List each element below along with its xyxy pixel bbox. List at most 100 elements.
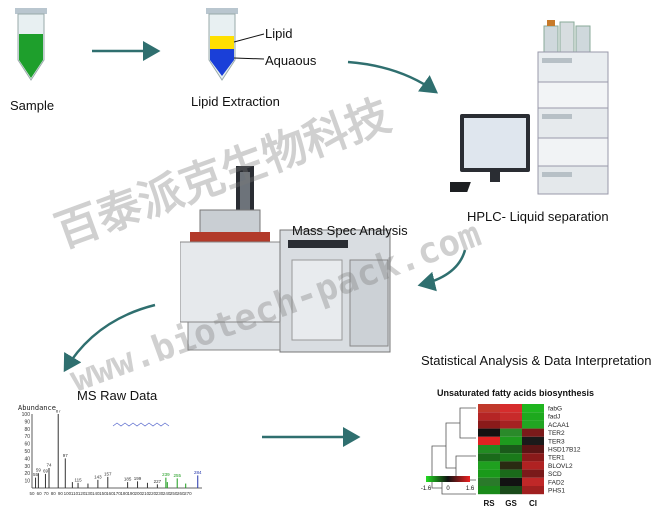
step-label-ms-raw-data: MS Raw Data	[77, 388, 158, 403]
heatmap-cell	[478, 412, 500, 421]
ms-x-tick-label: 130	[85, 491, 93, 496]
heatmap-cell	[522, 445, 544, 454]
ms-x-tick-label: 240	[163, 491, 171, 496]
ms-x-tick-label: 100	[64, 491, 72, 496]
ms-x-tick-label: 170	[113, 491, 121, 496]
ms-x-tick-label: 50	[29, 491, 35, 496]
ms-x-tick-label: 230	[156, 491, 164, 496]
ms-x-tick-label: 200	[134, 491, 142, 496]
heatmap-column-label: CI	[529, 499, 537, 508]
ms-x-tick-label: 60	[37, 491, 43, 496]
ms-x-tick-label: 160	[106, 491, 114, 496]
heatmap-gene-label: TER1	[548, 455, 565, 462]
step-label-sample: Sample	[10, 98, 55, 113]
ms-peak-label: 55	[33, 472, 39, 477]
ms-x-tick-label: 110	[71, 491, 79, 496]
heatmap-scale-label: -1.6	[421, 486, 432, 492]
step-label-lipid-extraction: Lipid Extraction	[191, 94, 280, 109]
heatmap-cell	[478, 445, 500, 454]
ms-peak-label: 97	[63, 453, 69, 458]
ms-x-tick-label: 70	[44, 491, 50, 496]
ms-x-tick-label: 120	[78, 491, 86, 496]
heatmap-title: Unsaturated fatty acids biosynthesis	[437, 388, 595, 398]
ms-y-tick-label: 10	[24, 479, 30, 485]
heatmap-color-scale	[426, 476, 470, 482]
heatmap-gene-label: SCD	[548, 471, 562, 478]
ms-y-axis-title: Abundance	[18, 404, 56, 412]
ms-peak-label: 74	[46, 463, 52, 468]
hplc-instrument-icon	[450, 20, 609, 195]
heatmap-gene-label: FAD2	[548, 479, 565, 486]
heatmap-cell	[522, 461, 544, 470]
ms-y-tick-label: 20	[24, 471, 30, 477]
heatmap-cell	[478, 453, 500, 462]
ms-x-tick-label: 260	[177, 491, 185, 496]
heatmap-cell	[478, 486, 500, 495]
heatmap-cell	[478, 461, 500, 470]
step-label-mass-spec: Mass Spec Analysis	[292, 223, 408, 238]
heatmap-cell	[522, 486, 544, 495]
heatmap-scale-label: 1.6	[466, 486, 475, 492]
heatmap-cell	[478, 420, 500, 429]
ms-y-tick-label: 60	[24, 442, 30, 448]
sample-tube-icon	[15, 8, 47, 81]
heatmap-cell	[500, 412, 522, 421]
heatmap-cell	[500, 453, 522, 462]
mass-spec-instrument-icon	[180, 166, 391, 353]
ms-peak-label: 157	[104, 471, 112, 476]
ms-peak-label: 115	[74, 477, 82, 482]
ms-peak-label: 284	[194, 470, 202, 475]
heatmap-cell	[478, 477, 500, 486]
ms-y-tick-label: 30	[24, 464, 30, 470]
heatmap-cell	[522, 404, 544, 413]
ms-y-tick-label: 40	[24, 456, 30, 462]
heatmap-cell	[500, 469, 522, 478]
heatmap-cell	[500, 436, 522, 445]
ms-x-tick-label: 220	[149, 491, 157, 496]
heatmap-cell	[500, 486, 522, 495]
ms-y-tick-label: 90	[24, 419, 30, 425]
ms-peak-label: 239	[162, 472, 170, 477]
heatmap-cell	[500, 428, 522, 437]
heatmap-gene-label: BLOVL2	[548, 463, 573, 470]
arrow-extraction-to-hplc	[347, 60, 439, 94]
ms-x-tick-label: 250	[170, 491, 178, 496]
heatmap-column-label: GS	[505, 499, 517, 508]
heatmap-chart: fabGfadJACAA1TER2TER3HSD17B12TER1BLOVL2S…	[421, 404, 581, 508]
ms-x-tick-label: 150	[99, 491, 107, 496]
ms-peak-label: 227	[154, 479, 162, 484]
ms-peak-label: 69	[43, 468, 49, 473]
heatmap-cell	[500, 404, 522, 413]
ms-x-tick-label: 90	[58, 491, 64, 496]
heatmap-cell	[522, 453, 544, 462]
ms-y-tick-label: 70	[24, 434, 30, 440]
ms-y-tick-label: 80	[24, 427, 30, 433]
heatmap-cell	[500, 477, 522, 486]
ms-x-tick-label: 270	[184, 491, 192, 496]
heatmap-gene-label: fabG	[548, 406, 562, 413]
heatmap-cell	[522, 436, 544, 445]
heatmap-cell	[500, 445, 522, 454]
step-label-hplc: HPLC- Liquid separation	[467, 209, 609, 224]
ms-x-tick-label: 210	[142, 491, 150, 496]
ms-x-tick-label: 80	[51, 491, 57, 496]
heatmap-cell	[500, 461, 522, 470]
heatmap-cell	[478, 404, 500, 413]
heatmap-cell	[522, 477, 544, 486]
ms-peak-label: 255	[173, 473, 181, 478]
heatmap-cell	[500, 420, 522, 429]
ms-x-tick-label: 190	[127, 491, 135, 496]
ms-peak-label: 199	[134, 476, 142, 481]
heatmap-gene-label: TER3	[548, 438, 565, 445]
ms-x-tick-label: 180	[120, 491, 128, 496]
heatmap-gene-label: HSD17B12	[548, 447, 581, 454]
extraction-tube-icon	[206, 8, 238, 81]
heatmap-cell	[522, 412, 544, 421]
heatmap-gene-label: PHS1	[548, 488, 565, 495]
heatmap-gene-label: ACAA1	[548, 422, 570, 429]
ms-peak-label: 143	[94, 474, 102, 479]
label-lipid: Lipid	[265, 26, 293, 41]
ms-molecule-structure	[112, 422, 170, 427]
